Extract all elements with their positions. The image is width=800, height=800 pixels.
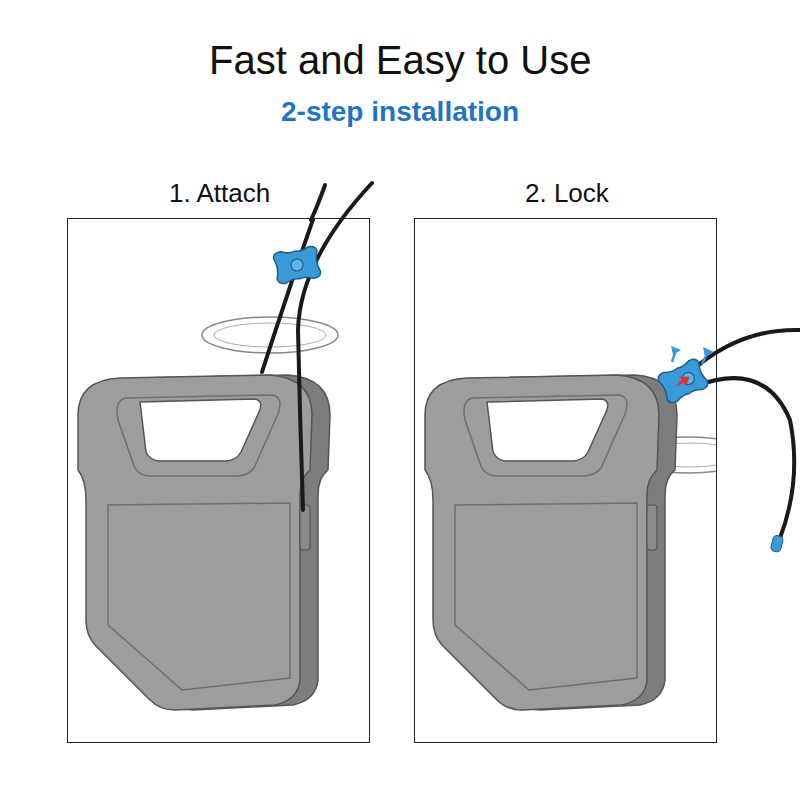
step-heading: 1. Attach xyxy=(169,178,270,209)
step-panel: 1. Attach xyxy=(67,218,370,743)
subtitle: 2-step installation xyxy=(281,96,519,128)
step-heading: 2. Lock xyxy=(525,178,609,209)
step-panel: 2. Lock xyxy=(414,218,717,743)
title: Fast and Easy to Use xyxy=(209,38,591,83)
